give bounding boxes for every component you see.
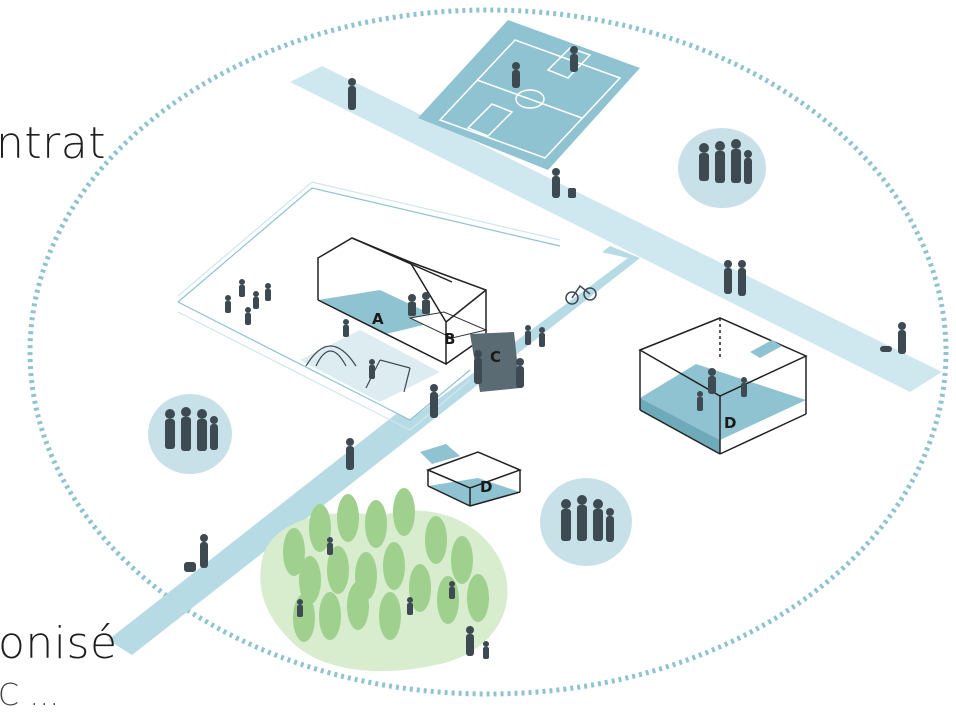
zone-a-floor — [318, 290, 444, 334]
zone-label-a: A — [372, 310, 384, 328]
side-text-cut: C ... — [0, 678, 60, 713]
people-figures — [165, 46, 906, 659]
zone-d-large-floor — [640, 364, 806, 440]
zone-d-large-connector — [750, 340, 782, 358]
courtyard-walls — [177, 181, 561, 431]
zone-d-small-connector — [420, 444, 460, 464]
field-lines — [438, 39, 622, 159]
side-text-bottom: onisé — [0, 618, 118, 669]
zone-d-small-floor — [428, 478, 520, 506]
zone-d-large-floor-front — [640, 398, 720, 454]
side-text-top: ntrat — [0, 118, 106, 169]
zone-d-large-box — [638, 317, 808, 455]
zone-label-d-large: D — [724, 414, 736, 432]
bicycle-icon — [565, 284, 597, 305]
zone-d-small-box — [425, 451, 523, 507]
zone-label-b: B — [444, 330, 455, 348]
zone-label-d-small: D — [480, 478, 492, 496]
zone-label-c: C — [490, 348, 501, 366]
zone-c-floor — [470, 332, 520, 392]
park-trees — [283, 488, 489, 642]
playground-equipment — [305, 345, 411, 393]
neighborhood-boundary-ellipse — [27, 7, 949, 697]
main-path-right — [290, 66, 942, 392]
